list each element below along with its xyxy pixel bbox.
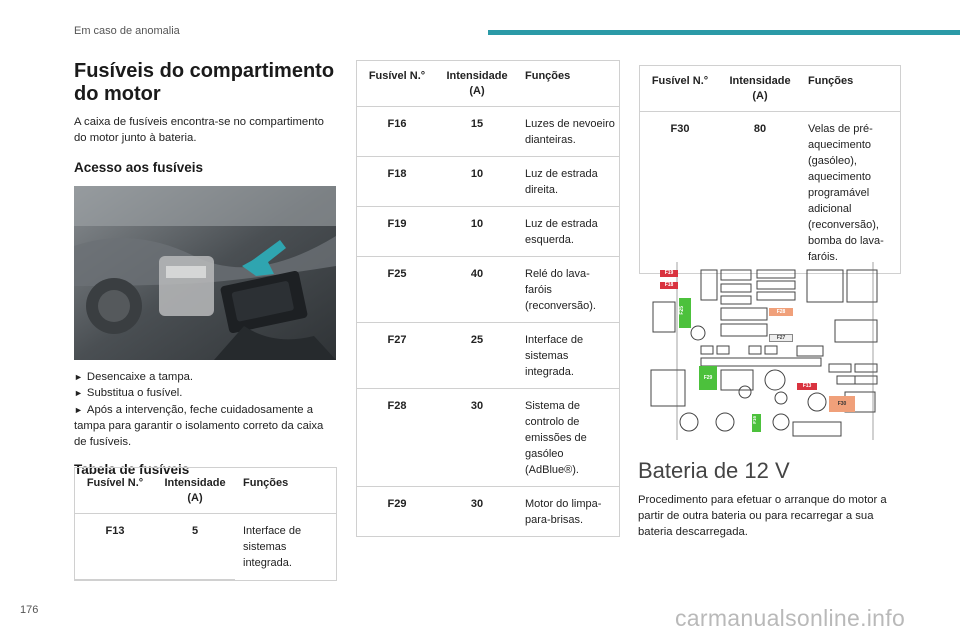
fuse-label-f28: F28 [769, 308, 793, 316]
fuse-amps: 10 [437, 156, 517, 207]
fuse-amps: 15 [437, 106, 517, 157]
fuse-number: F29 [387, 498, 407, 510]
step-item: ►Substitua o fusível. [74, 385, 336, 401]
fuse-amps: 80 [753, 123, 767, 135]
table-row: F27 25 Interface de sistemas integrada. [357, 322, 619, 389]
table-row: F29 30 Motor do limpa-para-brisas. [357, 487, 619, 537]
fuse-label-f16: F16 [752, 416, 757, 424]
col-header-functions: Funções [800, 66, 900, 112]
fuse-f16-green [752, 414, 761, 432]
fuse-f25-green [679, 298, 691, 328]
table-row: F13 5 Interface de sistemas integrada. [75, 513, 336, 580]
fuse-amps: 25 [437, 322, 517, 389]
fuse-function: Motor do limpa-para-brisas. [525, 498, 602, 526]
table-row: F25 40 Relé do lava-faróis (reconversão)… [357, 256, 619, 323]
arrow-icon: ► [74, 372, 83, 382]
fuse-function: Luz de estrada direita. [517, 156, 619, 207]
fuse-label-f18: F18 [660, 282, 678, 289]
access-heading: Acesso aos fusíveis [74, 160, 204, 175]
battery-paragraph: Procedimento para efetuar o arranque do … [638, 494, 887, 538]
fuse-function: Velas de pré-aquecimento (gasóleo), aque… [808, 123, 884, 263]
table-header-row: Fusível N.° Intensidade (A) Funções [357, 61, 619, 107]
fuse-function: Relé do lava-faróis (reconversão). [517, 256, 619, 323]
running-header: Em caso de anomalia [74, 25, 180, 37]
battery-title: Bateria de 12 V [638, 458, 790, 483]
fuse-function: Luzes de nevoeiro dianteiras. [517, 106, 619, 157]
step-text: Substitua o fusível. [86, 387, 183, 400]
col-header-fuse: Fusível N.° [640, 66, 720, 112]
fuse-function: Interface de sistemas integrada. [243, 525, 302, 569]
fuse-box-diagram: F19 F18 F25 F28 F27 F29 F13 F30 F16 [647, 262, 887, 440]
table-row: F16 15 Luzes de nevoeiro dianteiras. [357, 106, 619, 157]
section-title: Fusíveis do compartimento do motor [74, 60, 335, 105]
fuse-number: F13 [75, 513, 155, 580]
fuse-number: F30 [670, 123, 690, 135]
fuse-amps: 30 [437, 388, 517, 487]
table-row: F19 10 Luz de estrada esquerda. [357, 206, 619, 257]
fuse-function: Luz de estrada esquerda. [517, 206, 619, 257]
table-row: F28 30 Sistema de controlo de emissões d… [357, 388, 619, 487]
col-header-functions: Funções [235, 468, 336, 514]
fuse-label-f25: F25 [679, 306, 685, 315]
fuse-amps: 40 [437, 256, 517, 323]
fuse-number: F25 [357, 256, 437, 323]
fuse-number: F19 [357, 206, 437, 257]
fuse-table-1: Fusível N.° Intensidade (A) Funções F13 … [74, 467, 337, 581]
fuse-number: F28 [357, 388, 437, 487]
fuse-label-f29: F29 [699, 366, 717, 390]
fuse-amps: 10 [437, 206, 517, 257]
fuse-label-f30: F30 [829, 396, 855, 412]
step-item: ►Desencaixe a tampa. [74, 369, 336, 385]
step-item: ►Após a intervenção, feche cuidadosament… [74, 402, 336, 451]
column-left: Fusíveis do compartimento do motor A cai… [74, 60, 336, 477]
step-text: Após a intervenção, feche cuidadosamente… [74, 403, 324, 449]
col-header-amps: Intensidade (A) [437, 61, 517, 107]
engine-photo-illustration [74, 186, 336, 360]
fuse-amps: 5 [155, 513, 235, 580]
col-header-amps: Intensidade (A) [720, 66, 800, 112]
fuse-label-f27: F27 [769, 334, 793, 342]
fuse-function: Interface de sistemas integrada. [517, 322, 619, 389]
fuse-label-f13: F13 [797, 383, 817, 390]
fuse-box-illustration [650, 262, 878, 440]
col-header-functions: Funções [517, 61, 619, 107]
accent-bar [488, 30, 960, 35]
col-header-fuse: Fusível N.° [75, 468, 155, 514]
table-header-row: Fusível N.° Intensidade (A) Funções [75, 468, 336, 514]
fuse-amps: 30 [470, 498, 484, 510]
col-header-amps: Intensidade (A) [155, 468, 235, 514]
arrow-icon: ► [74, 388, 83, 399]
fuse-function: Sistema de controlo de emissões de gasól… [517, 388, 619, 487]
watermark: carmanualsonline.info [675, 605, 906, 631]
fuse-table-3: Fusível N.° Intensidade (A) Funções F30 … [639, 65, 901, 274]
fuse-table-2: Fusível N.° Intensidade (A) Funções F16 … [356, 60, 620, 537]
access-steps: ►Desencaixe a tampa. ►Substitua o fusíve… [74, 369, 336, 450]
intro-paragraph: A caixa de fusíveis encontra-se no compa… [74, 116, 324, 144]
fuse-number: F16 [357, 106, 437, 157]
engine-compartment-photo [74, 186, 336, 360]
fuse-number: F18 [357, 156, 437, 207]
table-header-row: Fusível N.° Intensidade (A) Funções [640, 66, 900, 112]
table-row: F30 80 Velas de pré-aquecimento (gasóleo… [640, 112, 900, 274]
arrow-icon: ► [74, 404, 83, 415]
table-row: F18 10 Luz de estrada direita. [357, 156, 619, 207]
col-header-fuse: Fusível N.° [357, 61, 437, 107]
page-number: 176 [20, 604, 39, 616]
fuse-label-f19: F19 [660, 270, 678, 277]
step-text: Desencaixe a tampa. [86, 371, 194, 383]
fuse-number: F27 [357, 322, 437, 389]
